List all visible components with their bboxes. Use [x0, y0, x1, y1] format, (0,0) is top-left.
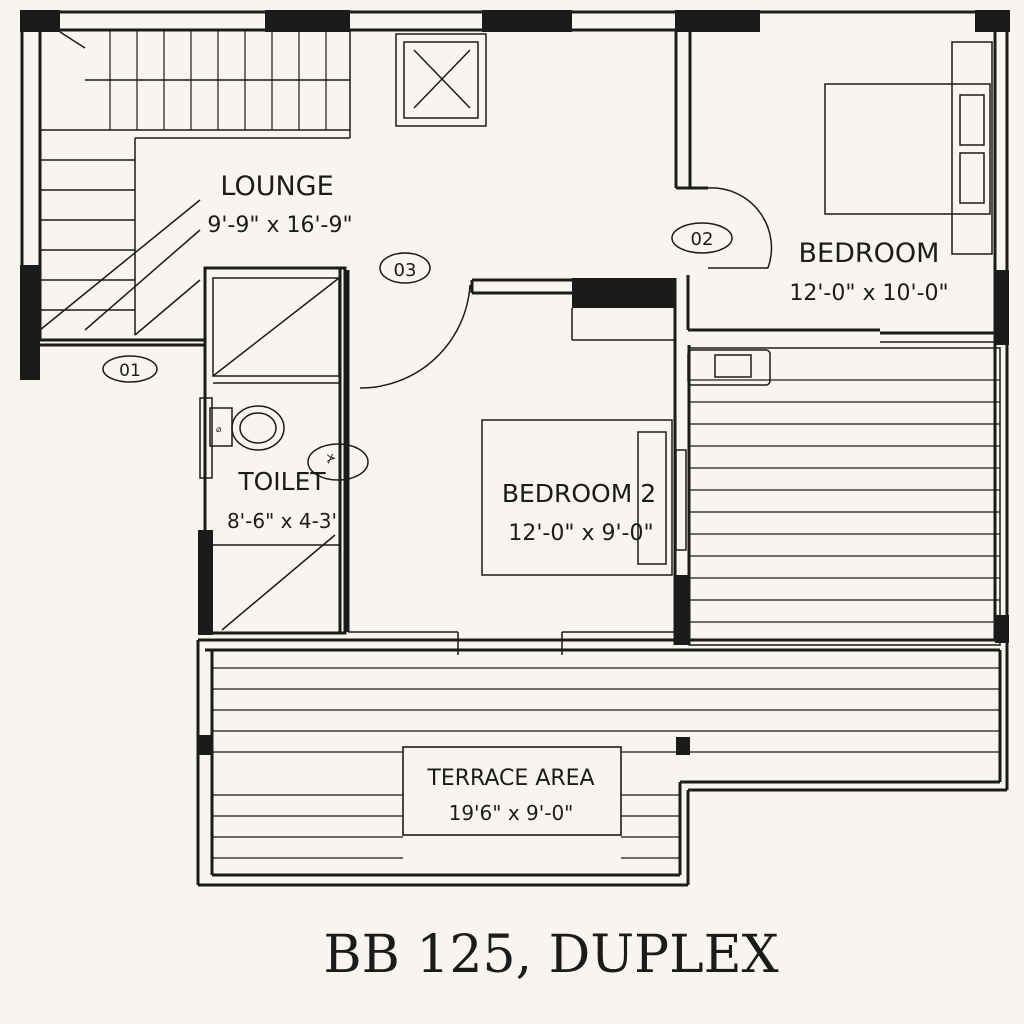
lounge-name: LOUNGE [220, 171, 333, 202]
bedroom-2-size: 12'-0" x 9'-0" [508, 521, 653, 546]
lounge-size: 9'-9" x 16'-9" [207, 213, 352, 238]
door-01-label: 01 [119, 361, 141, 381]
svg-text:⌀: ⌀ [216, 425, 222, 435]
wc-toilet-icon: ⌀ [199, 397, 285, 479]
terrace-label-box [402, 746, 622, 836]
svg-text:⊁: ⊁ [326, 451, 336, 465]
deck-hatching [690, 379, 1000, 623]
plan-title: BB 125, DUPLEX [323, 925, 778, 985]
wash-basin-icon: ⊁ [307, 443, 369, 481]
bedroom-name: BEDROOM [799, 238, 940, 269]
wall-blocks [20, 10, 1010, 755]
bedroom-2-name: BEDROOM 2 [502, 479, 656, 508]
double-bed[interactable] [824, 41, 993, 255]
outer-walls [20, 10, 1009, 887]
interior-walls [338, 268, 691, 655]
toilet-walls [203, 266, 347, 635]
toilet-size: 8'-6" x 4-3' [227, 509, 337, 533]
door-marker-02[interactable]: 02 [671, 222, 733, 254]
deck-area [687, 347, 1001, 646]
bedroom-size: 12'-0" x 10'-0" [789, 281, 948, 306]
door-03-label: 03 [394, 260, 417, 281]
shaft [395, 33, 487, 127]
door-02-label: 02 [691, 229, 714, 250]
toilet-name: TOILET [237, 467, 326, 496]
bedroom-walls [674, 30, 995, 343]
stair-treads [109, 30, 327, 130]
bed-2[interactable] [481, 419, 687, 576]
door-marker-03[interactable]: 03 [379, 252, 431, 284]
terrace-size: 19'6" x 9'-0" [449, 801, 574, 825]
terrace-name: TERRACE AREA [426, 766, 594, 791]
door-marker-01[interactable]: 01 [102, 355, 158, 383]
